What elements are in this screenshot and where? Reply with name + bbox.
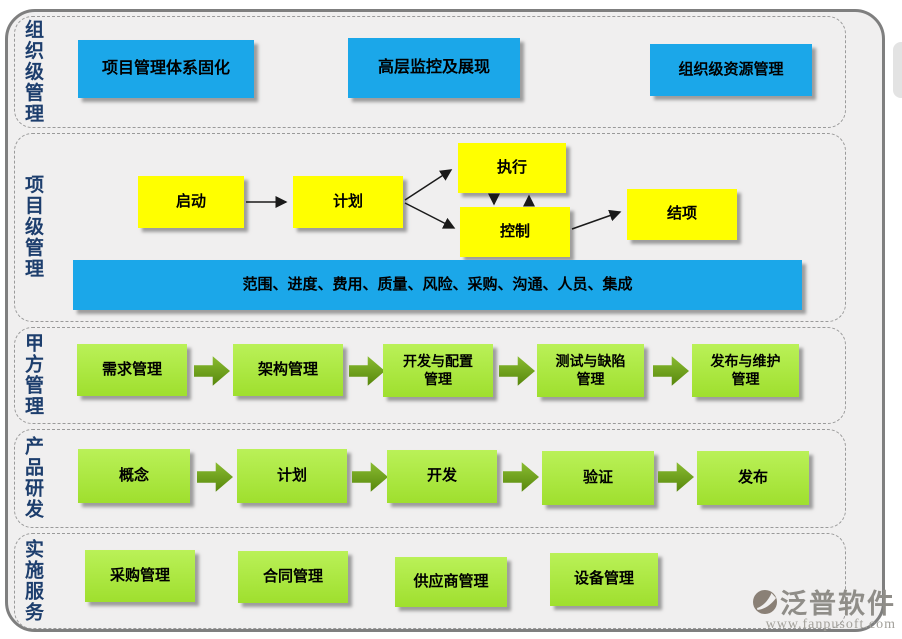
party-box-test-defect: 测试与缺陷管理 bbox=[537, 344, 644, 397]
section-project-label: 项目级管理 bbox=[22, 174, 43, 280]
project-box-control: 控制 bbox=[460, 207, 570, 257]
rnd-box-plan: 计划 bbox=[237, 449, 347, 503]
rnd-box-develop: 开发 bbox=[387, 450, 497, 503]
section-party-mgmt bbox=[14, 327, 846, 424]
section-rnd-label: 产品研发 bbox=[22, 436, 43, 520]
section-impl-services bbox=[14, 533, 846, 629]
party-box-release-maint: 发布与维护管理 bbox=[692, 344, 799, 397]
section-product-rnd bbox=[14, 429, 846, 528]
project-box-start: 启动 bbox=[138, 176, 244, 228]
fanpu-logo-icon bbox=[752, 589, 778, 615]
project-knowledge-areas-bar: 范围、进度、费用、质量、风险、采购、沟通、人员、集成 bbox=[73, 260, 802, 310]
project-box-execute: 执行 bbox=[458, 143, 566, 193]
project-box-close: 结项 bbox=[627, 189, 737, 240]
impl-box-procurement: 采购管理 bbox=[85, 550, 195, 602]
party-box-dev-config: 开发与配置管理 bbox=[383, 344, 493, 397]
section-org-label: 组织级管理 bbox=[22, 19, 43, 125]
watermark-brand: 泛普软件 bbox=[780, 589, 896, 619]
rnd-box-release: 发布 bbox=[697, 451, 809, 505]
watermark: 泛普软件 www.fanpusoft.com bbox=[752, 582, 896, 633]
section-project-level bbox=[14, 133, 846, 322]
impl-box-supplier: 供应商管理 bbox=[395, 557, 507, 607]
diagram-panel bbox=[5, 9, 885, 632]
org-box-monitoring: 高层监控及展现 bbox=[348, 38, 520, 98]
section-party-label: 甲方管理 bbox=[22, 333, 43, 417]
org-box-pm-system: 项目管理体系固化 bbox=[78, 40, 254, 98]
project-box-plan: 计划 bbox=[293, 176, 403, 228]
watermark-site: www.fanpusoft.com bbox=[765, 617, 896, 632]
party-box-requirements: 需求管理 bbox=[77, 344, 187, 396]
side-tab bbox=[893, 42, 902, 98]
party-box-architecture: 架构管理 bbox=[233, 344, 343, 396]
impl-box-contract: 合同管理 bbox=[238, 551, 348, 603]
section-org-level bbox=[14, 16, 846, 128]
impl-box-equipment: 设备管理 bbox=[550, 553, 658, 606]
section-impl-label: 实施服务 bbox=[22, 539, 43, 623]
rnd-box-verify: 验证 bbox=[542, 451, 654, 505]
rnd-box-concept: 概念 bbox=[78, 449, 190, 503]
org-box-resources: 组织级资源管理 bbox=[650, 44, 812, 96]
